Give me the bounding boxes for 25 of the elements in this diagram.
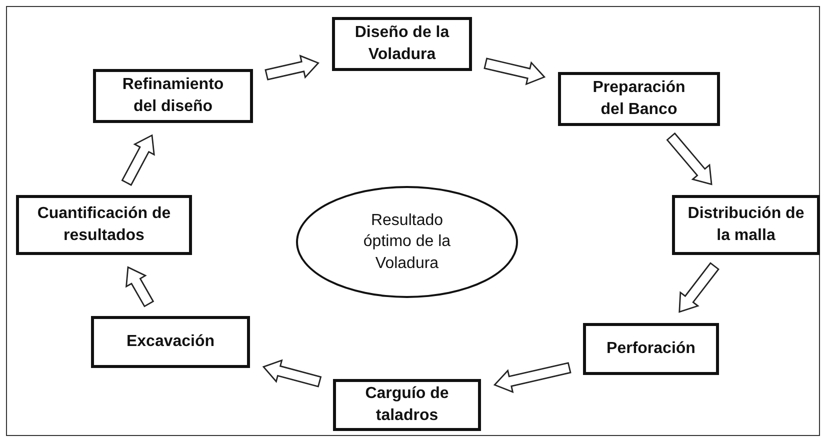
process-box — [332, 17, 472, 71]
block-arrow — [121, 134, 155, 186]
node-label: Carguío de taladros — [364, 384, 450, 426]
node-label: Diseño de la Voladura — [354, 23, 450, 65]
process-box — [558, 72, 720, 126]
block-arrow — [125, 266, 154, 308]
process-box — [16, 195, 192, 255]
process-box — [93, 69, 253, 123]
node-label: Refinamiento del diseño — [121, 75, 225, 117]
node-label: Excavación — [126, 332, 215, 352]
process-box — [91, 316, 250, 368]
block-arrow — [666, 132, 712, 186]
block-arrow — [493, 362, 572, 394]
block-arrow — [262, 359, 322, 388]
block-arrow — [678, 262, 720, 313]
node-label: Cuantificación de resultados — [36, 204, 172, 246]
node-label: Resultado óptimo de la Voladura — [362, 210, 452, 274]
node-label: Distribución de la malla — [686, 204, 806, 246]
process-box — [333, 379, 481, 431]
process-box — [672, 195, 820, 255]
block-arrow — [484, 58, 546, 86]
block-arrow — [264, 54, 320, 80]
node-label: Preparación del Banco — [592, 78, 686, 120]
process-box — [583, 323, 719, 375]
node-label: Perforación — [606, 339, 696, 360]
